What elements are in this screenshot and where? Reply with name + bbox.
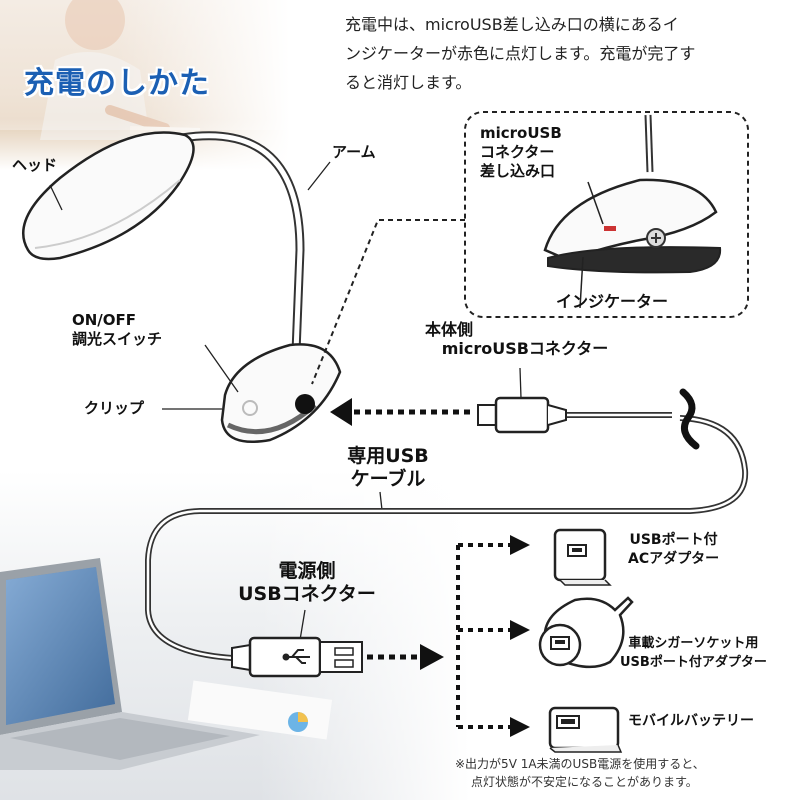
laptop-figure [0,558,333,770]
label-switch-line: 調光スイッチ [72,330,163,348]
girl-figure [40,0,201,140]
label-car-line: USBポート付アダプター [620,655,767,670]
inset-clip-illustration [543,114,722,309]
label-head: ヘッド [12,156,58,174]
label-ac-adapter: USBポート付 ACアダプター [628,531,719,569]
label-body-side: 本体側 microUSBコネクター [415,320,635,358]
arrows [330,398,530,737]
label-switch-line: ON/OFF [72,311,137,329]
ac-adapter-icon [553,528,612,586]
footnote-line: ※出力が5V 1A未満のUSB電源を使用すると、 [455,757,705,771]
label-power-side: 電源側 USBコネクター [222,560,392,606]
footnote-line: 点灯状態が不安定になることがあります。 [471,775,698,789]
label-ac-line: USBポート付 [629,532,718,548]
label-ac-line: ACアダプター [628,551,720,567]
usb-symbol-icon [282,649,310,664]
label-inset-port-line: microUSB [480,124,562,142]
page-title: 充電のしかた [24,66,210,101]
label-cable: 専用USB ケーブル [328,445,448,491]
clip-body [220,343,342,444]
intro-line: ると消灯します。 [345,73,472,92]
intro-text: 充電中は、microUSB差し込み口の横にあるイ ンジケーターが赤色に点灯します… [345,10,785,97]
label-car-line: 車載シガーソケット用 [628,636,759,651]
label-inset-port-line: 差し込み口 [480,162,556,180]
label-car-adapter: 車載シガーソケット用 USBポート付アダプター [620,634,767,672]
intro-line: 充電中は、microUSB差し込み口の横にあるイ [345,15,679,34]
lamp-head [22,131,195,261]
lamp-illustration [22,131,342,444]
break-mark [679,388,700,450]
label-power-side-line: 電源側 [278,560,336,582]
label-battery: モバイルバッテリー [628,713,754,729]
label-arm: アーム [332,143,376,161]
mobile-battery-icon [548,706,623,753]
lamp-arm-inner [179,133,303,355]
label-switch: ON/OFF 調光スイッチ [72,311,162,349]
footnote: ※出力が5V 1A未満のUSB電源を使用すると、 点灯状態が不安定になることがあ… [455,755,705,791]
label-cable-line: 専用USB [347,445,429,467]
label-cable-line: ケーブル [350,468,426,490]
label-clip: クリップ [84,399,145,417]
label-indicator: インジケーター [556,292,669,311]
label-body-side-line: 本体側 [425,320,474,339]
usb-cable [145,388,749,678]
label-body-side-line: microUSBコネクター [441,339,609,358]
power-switch-icon [242,400,258,416]
label-power-side-line: USBコネクター [238,583,376,605]
inset-box [464,111,749,318]
label-inset-port-line: コネクター [480,143,555,161]
port-highlight [295,394,315,414]
car-adapter-icon [538,596,634,669]
label-inset-port: microUSB コネクター 差し込み口 [480,124,562,181]
intro-line: ンジケーターが赤色に点灯します。充電が完了す [345,44,696,63]
